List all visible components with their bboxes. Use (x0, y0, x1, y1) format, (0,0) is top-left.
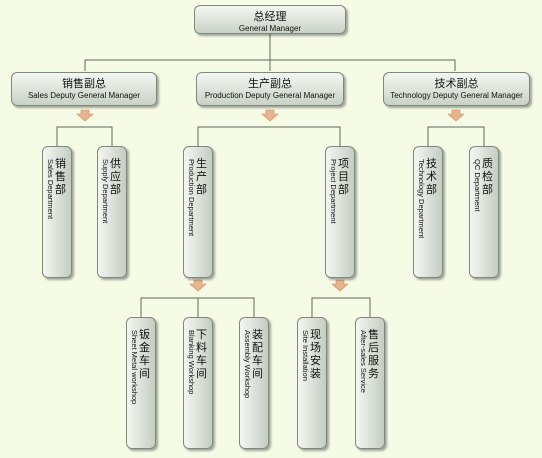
technology-deputy-zh: 技术副总 (434, 77, 479, 90)
arrow-technology (447, 109, 465, 122)
sales-department-box: 销售部 Sales Department (42, 146, 72, 278)
sheet-metal-workshop-zh: 钣金车间 (139, 328, 150, 380)
general-manager-box: 总经理 General Manager (194, 5, 346, 34)
sales-deputy-box: 销售副总 Sales Deputy General Manager (11, 72, 157, 106)
blanking-workshop-zh: 下料车间 (196, 328, 207, 380)
connector-sales (56, 126, 113, 146)
site-installation-zh: 现场安装 (310, 328, 321, 380)
after-sales-service-en: After-sales Service (359, 330, 368, 393)
assembly-workshop-en: Assembly Workshop (243, 330, 252, 399)
assembly-workshop-zh: 装配车间 (252, 328, 263, 380)
supply-department-zh: 供应部 (110, 157, 121, 196)
sales-department-en: Sales Department (46, 159, 55, 220)
blanking-workshop-box: 下料车间 Blanking Workshop (183, 317, 213, 449)
general-manager-en: General Manager (238, 24, 302, 33)
arrow-sales (76, 109, 94, 122)
technology-department-en: Technology Department (417, 159, 426, 239)
production-department-en: Production Department (187, 159, 196, 237)
project-department-box: 项目部 Project Department (325, 146, 355, 278)
project-department-en: Project Department (329, 159, 338, 224)
sales-deputy-zh: 销售副总 (62, 77, 106, 90)
site-installation-en: Site Installation (301, 330, 310, 381)
blanking-workshop-en: Blanking Workshop (187, 330, 196, 395)
after-sales-service-zh: 售后服务 (368, 328, 379, 380)
connector-services (311, 297, 371, 317)
connector-production (197, 126, 341, 146)
technology-department-zh: 技术部 (426, 157, 437, 196)
production-department-box: 生产部 Production Department (183, 146, 213, 278)
technology-deputy-box: 技术副总 Technology Deputy General Manager (383, 72, 530, 106)
sheet-metal-workshop-en: Sheet Metal workshop (130, 330, 139, 405)
qc-department-en: QC Department (473, 159, 482, 212)
technology-department-box: 技术部 Technology Department (413, 146, 443, 278)
arrow-production (261, 109, 279, 122)
sheet-metal-workshop-box: 钣金车间 Sheet Metal workshop (126, 317, 156, 449)
arrow-services (331, 279, 349, 292)
project-department-zh: 项目部 (338, 157, 349, 196)
supply-department-box: 供应部 Supply Department (97, 146, 127, 278)
sales-department-zh: 销售部 (55, 157, 66, 196)
production-deputy-en: Production Deputy General Manager (204, 91, 336, 100)
connector-workshops (140, 297, 255, 317)
connector-technology (427, 126, 485, 146)
production-deputy-zh: 生产副总 (248, 77, 292, 90)
technology-deputy-en: Technology Deputy General Manager (390, 91, 523, 100)
after-sales-service-box: 售后服务 After-sales Service (355, 317, 385, 449)
supply-department-en: Supply Department (101, 159, 110, 224)
site-installation-box: 现场安装 Site Installation (297, 317, 327, 449)
assembly-workshop-box: 装配车间 Assembly Workshop (239, 317, 269, 449)
production-department-zh: 生产部 (196, 157, 207, 196)
connector-gm-deputies (84, 33, 456, 71)
production-deputy-box: 生产副总 Production Deputy General Manager (196, 72, 344, 106)
arrow-workshops (189, 279, 207, 292)
general-manager-zh: 总经理 (253, 10, 287, 23)
qc-department-box: 质检部 QC Department (469, 146, 499, 278)
qc-department-zh: 质检部 (482, 157, 493, 196)
sales-deputy-en: Sales Deputy General Manager (27, 91, 141, 100)
